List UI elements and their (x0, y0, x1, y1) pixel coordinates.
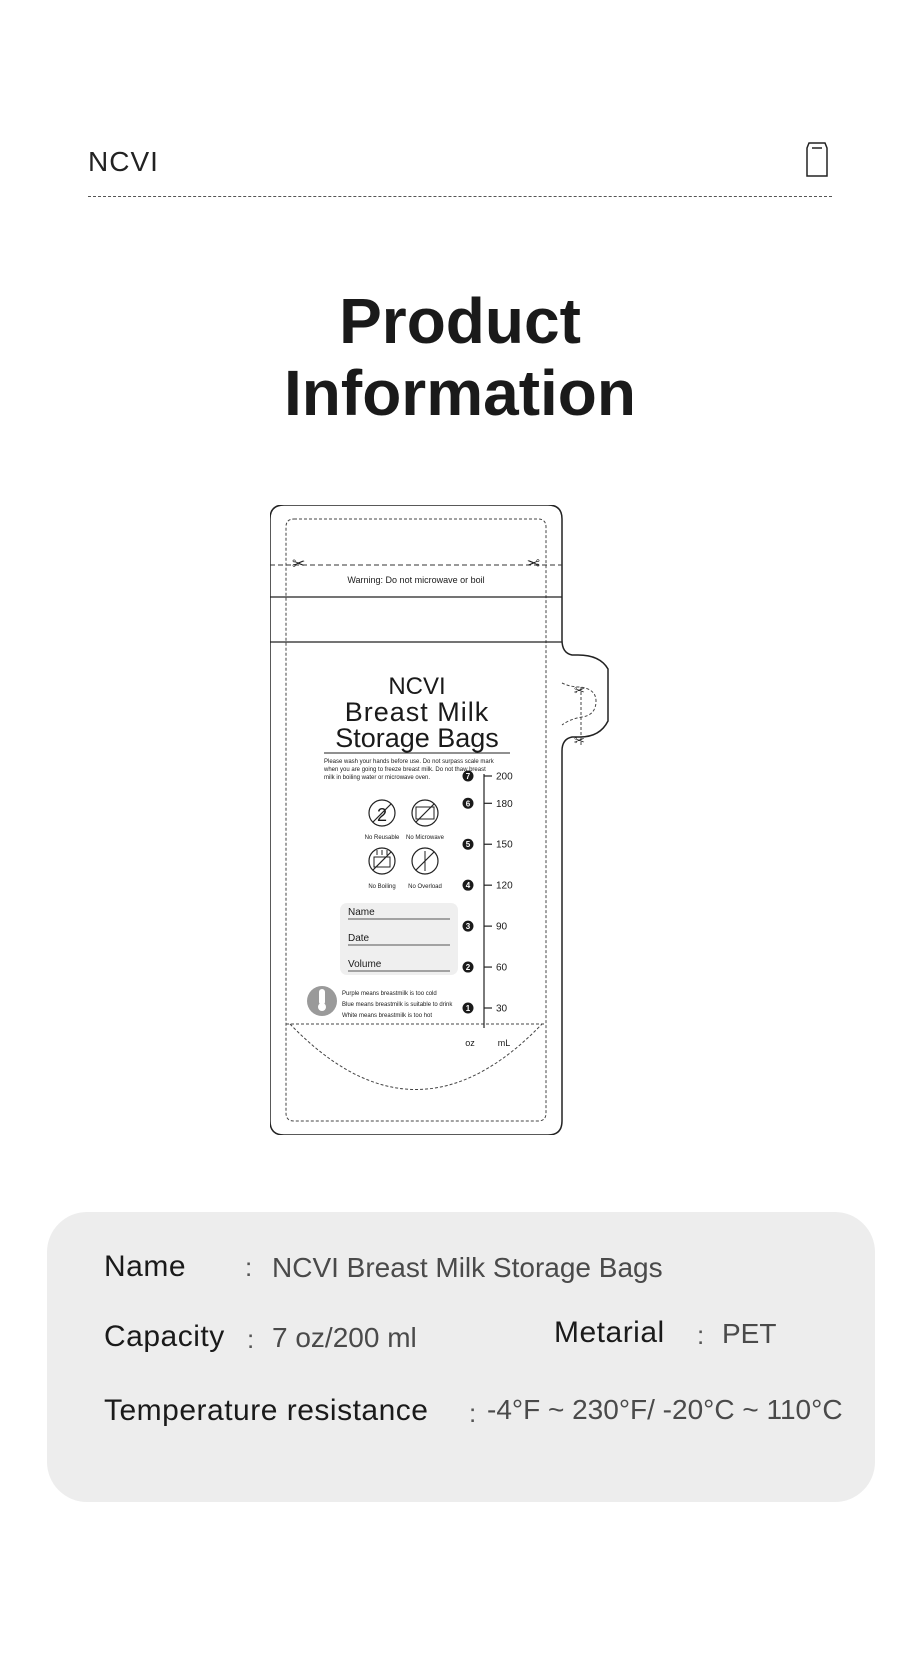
scale-ml-label: 120 (496, 881, 513, 892)
no-boiling-label: No Boiling (368, 884, 395, 890)
unit-ml: mL (498, 1038, 511, 1048)
scale-oz-label: 3 (466, 922, 471, 931)
unit-oz: oz (465, 1038, 475, 1048)
scale-oz-marker (462, 797, 474, 809)
name-label: Name (104, 1250, 187, 1283)
scale-oz-marker (462, 920, 474, 932)
bag-brand: NCVI (388, 673, 445, 700)
bag-outline-icon (806, 142, 828, 177)
product-info-panel: Name : NCVI Breast Milk Storage Bags Cap… (47, 1212, 875, 1502)
brand-logo: NCVI (88, 146, 159, 177)
scale-oz-marker (462, 1002, 474, 1014)
field-date: Date (348, 933, 370, 944)
color-note-white: White means breastmilk is too hot (342, 1013, 432, 1019)
svg-text:2: 2 (377, 805, 387, 825)
title-line-2: Information (284, 357, 636, 429)
scissors-handle-bottom-icon: ✂ (574, 733, 585, 748)
field-name: Name (348, 907, 375, 918)
temperature-label: Temperature resistance (104, 1394, 429, 1427)
field-volume: Volume (348, 959, 382, 970)
scale-oz-marker (462, 770, 474, 782)
header-divider (88, 196, 832, 197)
no-microwave-label: No Microwave (406, 835, 445, 841)
scale-oz-marker (462, 961, 474, 973)
scale-oz-marker (462, 879, 474, 891)
scale-ml-label: 150 (496, 840, 513, 851)
scale-ml-label: 30 (496, 1004, 508, 1015)
instructions-line-1: Please wash your hands before use. Do no… (324, 759, 495, 765)
title-line-1: Product (339, 285, 581, 357)
no-overload-label: No Overload (408, 884, 442, 890)
scissors-left-icon: ✂ (292, 556, 305, 573)
no-microwave-icon (411, 799, 439, 827)
material-value: PET (722, 1318, 777, 1349)
scissors-handle-top-icon: ✂ (574, 683, 585, 698)
temperature-value: -4°F ~ 230°F/ -20°C ~ 110°C (487, 1394, 843, 1425)
scale-oz-label: 5 (466, 840, 471, 849)
no-overload-icon (411, 847, 439, 875)
page-title: Product Information (0, 285, 920, 429)
scale-ml-label: 180 (496, 799, 513, 810)
scale-oz-label: 7 (466, 772, 471, 781)
scale-oz-label: 1 (466, 1004, 471, 1013)
name-value: NCVI Breast Milk Storage Bags (272, 1252, 663, 1283)
color-note-blue: Blue means breastmilk is suitable to dri… (342, 1002, 453, 1008)
scale-oz-label: 4 (466, 881, 471, 890)
capacity-separator: : (247, 1324, 255, 1354)
material-label: Metarial (554, 1316, 665, 1349)
scale-oz-label: 6 (466, 799, 471, 808)
no-reusable-icon: 2 (368, 799, 396, 827)
scale-oz-marker (462, 838, 474, 850)
bag-title-line-1: Breast Milk (345, 697, 490, 727)
instructions-line-3: milk in boiling water or microwave oven. (324, 775, 430, 781)
capacity-label: Capacity (104, 1320, 225, 1353)
scale-ml-label: 90 (496, 922, 508, 933)
measurement-scale: 200 7 180 6 150 5 120 4 90 3 60 2 30 1 (462, 770, 513, 1028)
storage-bag-illustration: ✂ ✂ Warning: Do not microwave or boil ✂ … (270, 505, 609, 1135)
scale-ml-label: 200 (496, 772, 513, 783)
scissors-right-icon: ✂ (527, 553, 540, 570)
bag-title-line-2: Storage Bags (335, 723, 499, 753)
scale-oz-label: 2 (466, 963, 471, 972)
temperature-separator: : (469, 1398, 477, 1428)
no-boiling-icon (368, 847, 396, 875)
no-reusable-label: No Reusable (365, 835, 400, 841)
name-separator: : (245, 1252, 253, 1282)
instructions-line-2: when you are going to freeze breast milk… (323, 767, 486, 773)
capacity-value: 7 oz/200 ml (272, 1322, 417, 1353)
scale-ml-label: 60 (496, 963, 508, 974)
bag-outline (270, 505, 609, 1135)
color-note-purple: Purple means breastmilk is too cold (342, 991, 437, 997)
material-separator: : (697, 1320, 705, 1350)
warning-text: Warning: Do not microwave or boil (347, 575, 484, 585)
thermometer-icon (307, 986, 337, 1016)
